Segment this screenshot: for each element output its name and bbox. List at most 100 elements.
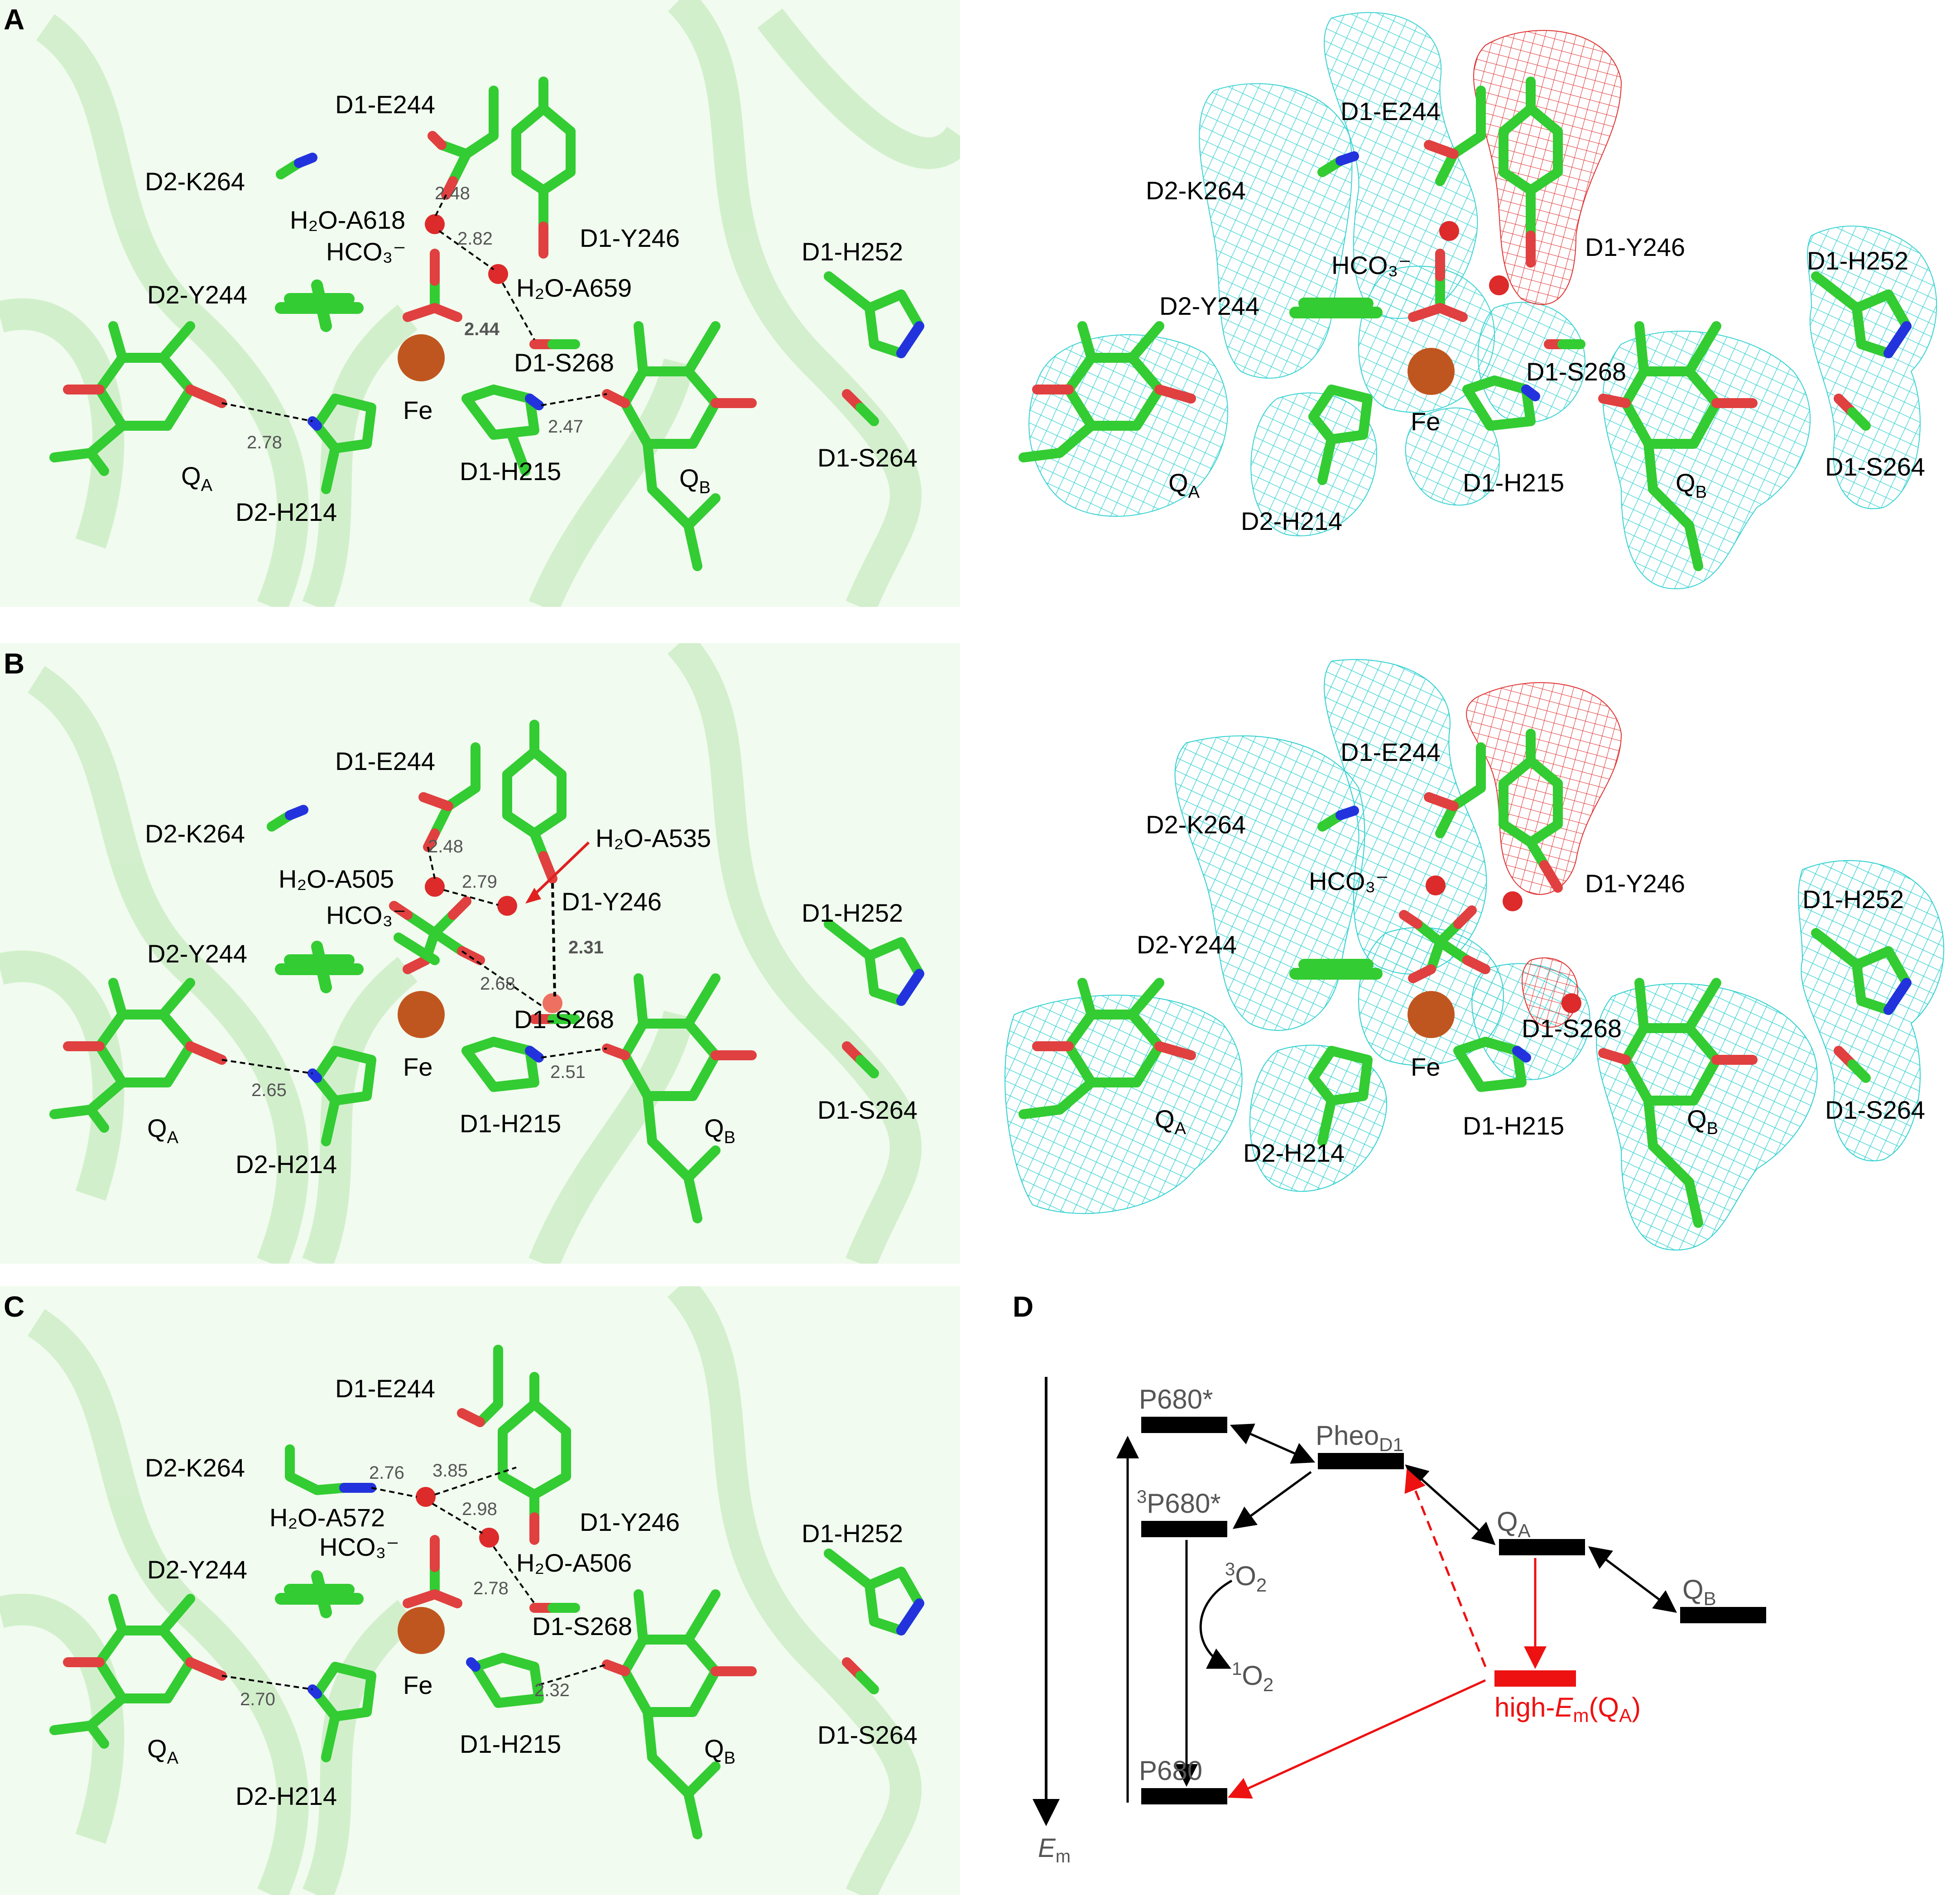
dist-qa-h214: 2.78 (247, 433, 282, 452)
label-hco3: HCO₃⁻ (319, 1533, 399, 1561)
label-d1-h252: D1-H252 (802, 1519, 903, 1548)
label-qb: QB (679, 464, 711, 497)
label-water-a618: H₂O-A618 (290, 206, 405, 234)
level-p680star (1141, 1417, 1227, 1433)
label-d1-h252: D1-H252 (1802, 885, 1904, 914)
label-d2-k264: D2-K264 (145, 1453, 245, 1482)
water-a572 (416, 1487, 436, 1507)
label-d1-s264: D1-S264 (1825, 1096, 1925, 1124)
panel-letter-d: D (1013, 1290, 1034, 1323)
label-qb: QB (1676, 468, 1707, 502)
water (1503, 891, 1523, 911)
dist-water-water: 2.82 (457, 229, 493, 249)
label-d1-y246: D1-Y246 (580, 224, 680, 252)
label-d1-h215: D1-H215 (1463, 1111, 1564, 1140)
label-qb: QB (1687, 1105, 1718, 1138)
residue-d2-k264-sticks (276, 153, 317, 179)
label-d2-h214: D2-H214 (1243, 1139, 1345, 1167)
residue-d1-s264-sticks (842, 389, 879, 426)
water (1489, 275, 1509, 295)
residue-qb-sticks (602, 321, 757, 571)
label-d1-h252: D1-H252 (1807, 246, 1908, 275)
arrow-o2-conversion (1199, 1579, 1233, 1669)
label-triplet-o2: 3O2 (1225, 1559, 1267, 1596)
label-hco3: HCO₃⁻ (1331, 251, 1412, 279)
water (1426, 875, 1446, 895)
dist-water-s268: 2.44 (464, 319, 500, 339)
level-qb (1680, 1607, 1766, 1623)
dist-hco3-s268: 2.68 (480, 974, 515, 994)
label-d1-s268: D1-S268 (514, 1005, 614, 1034)
label-qa: QA (181, 462, 213, 495)
label-hco3: HCO₃⁻ (326, 237, 406, 266)
label-qa: QA (1168, 468, 1200, 502)
label-fe: Fe (403, 1053, 432, 1081)
residue-d1-h252-sticks (824, 271, 924, 358)
label-d1-e244: D1-E244 (335, 90, 435, 119)
water-s268-oxygen (543, 993, 562, 1013)
arrow-pheo-triplet (1232, 1471, 1312, 1529)
label-d2-y244: D2-Y244 (147, 939, 247, 968)
label-high-em-qa: high-Em(QA) (1494, 1692, 1641, 1726)
label-d1-h215: D1-H215 (460, 1109, 561, 1138)
label-d1-h215: D1-H215 (460, 457, 561, 486)
label-d1-y246: D1-Y246 (1585, 869, 1685, 898)
residue-d1-y246-sticks (511, 77, 576, 259)
level-triplet-p680 (1141, 1521, 1227, 1537)
panel-c-structure: D1-E244 D2-K264 H₂O-A572 D1-Y246 HCO₃⁻ H… (0, 1286, 960, 1895)
em-axis-label: Em (1038, 1833, 1071, 1866)
label-d2-h214: D2-H214 (235, 498, 337, 526)
label-qb: QB (704, 1114, 735, 1147)
label-d2-h214: D2-H214 (235, 1782, 337, 1810)
hbond-lines (221, 194, 607, 422)
label-fe: Fe (403, 396, 432, 424)
residue-d2-y244-sticks (275, 279, 364, 332)
label-singlet-o2: 1O2 (1232, 1659, 1273, 1695)
label-d1-e244: D1-E244 (335, 747, 435, 775)
label-d2-y244: D2-Y244 (1137, 930, 1237, 959)
label-d1-s268: D1-S268 (1522, 1014, 1622, 1043)
panel-b-density: D1-E244 D2-K264 D1-Y246 HCO₃⁻ D1-H252 D2… (987, 643, 1960, 1264)
dist-water-water: 2.79 (462, 872, 497, 892)
label-fe: Fe (1411, 1053, 1440, 1081)
level-p680 (1141, 1788, 1227, 1804)
water-a505 (425, 877, 445, 897)
dist-water-water: 2.98 (462, 1499, 497, 1519)
water-a506 (479, 1528, 499, 1548)
label-qb: QB (704, 1734, 735, 1768)
residue-d2-h214-sticks (307, 394, 376, 494)
dist-e244-water: 2.48 (435, 183, 470, 203)
level-pheo (1318, 1453, 1404, 1469)
water-a659 (488, 264, 508, 284)
label-qa: QA (147, 1114, 179, 1147)
label-water-a505: H₂O-A505 (279, 865, 394, 893)
label-d1-y246: D1-Y246 (1585, 233, 1685, 261)
residue-sticks (1018, 729, 1912, 1228)
panel-a-structure: D1-E244 D2-K264 H₂O-A618 HCO₃⁻ D1-Y246 D… (0, 0, 960, 607)
label-d1-s268: D1-S268 (532, 1612, 632, 1640)
water (1561, 993, 1581, 1013)
label-water-a535: H₂O-A535 (596, 824, 711, 852)
label-d2-k264: D2-K264 (1146, 810, 1246, 839)
label-d2-k264: D2-K264 (145, 167, 245, 196)
label-qb: QB (1682, 1574, 1716, 1609)
label-d2-y244: D2-Y244 (1159, 292, 1259, 320)
label-d1-h252: D1-H252 (802, 237, 903, 266)
label-d1-h215: D1-H215 (1463, 468, 1564, 497)
dist-h215-qb: 2.47 (548, 417, 583, 437)
label-fe: Fe (1411, 407, 1440, 436)
water (1439, 221, 1459, 241)
label-hco3: HCO₃⁻ (326, 901, 406, 929)
residue-d1-h215-sticks (461, 385, 544, 476)
label-d2-k264: D2-K264 (145, 819, 245, 848)
label-pheo: PheoD1 (1316, 1420, 1403, 1455)
arrow-qa-qb (1588, 1546, 1677, 1613)
label-d1-y246: D1-Y246 (562, 887, 662, 916)
label-d1-h252: D1-H252 (802, 899, 903, 927)
label-qa: QA (1497, 1506, 1531, 1541)
panel-b-structure: D1-E244 D2-K264 H₂O-A505 H₂O-A535 D1-Y24… (0, 643, 960, 1264)
label-d1-y246: D1-Y246 (580, 1508, 680, 1536)
label-water-a659: H₂O-A659 (516, 274, 632, 302)
residue-sticks (1018, 77, 1912, 571)
dist-k264-water: 2.76 (369, 1463, 404, 1483)
